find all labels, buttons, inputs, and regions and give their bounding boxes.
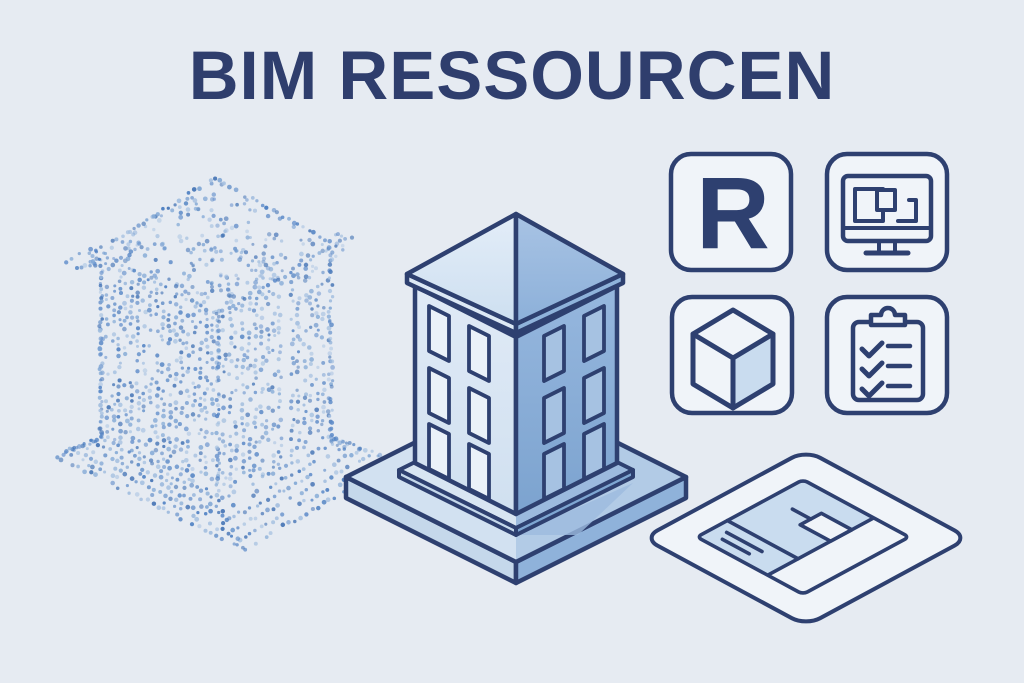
r-software-icon: R (668, 151, 794, 273)
isometric-building-icon (343, 211, 689, 586)
bim-software-monitor-icon (824, 151, 950, 273)
r-letter: R (696, 156, 770, 270)
bim-checklist-clipboard-icon (824, 294, 950, 416)
point-cloud-scan-icon (55, 176, 399, 552)
icon-grid: R (668, 151, 950, 416)
checklist-checkmarks (859, 340, 885, 399)
isometric-floor-plan-icon (643, 450, 968, 626)
building-windows-left (427, 304, 491, 501)
3d-model-cube-icon (669, 294, 795, 416)
building-windows-right (542, 304, 606, 501)
checklist-lines (885, 343, 913, 389)
page-title: BIM RESSOURCEN (188, 37, 836, 114)
